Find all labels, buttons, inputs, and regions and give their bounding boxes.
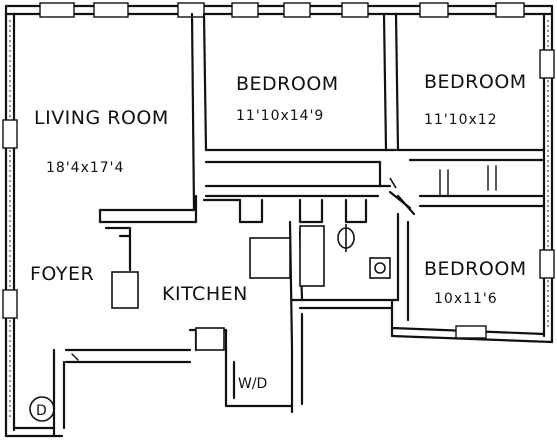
bathtub xyxy=(299,225,325,287)
window xyxy=(539,249,555,279)
entry-door-label: D xyxy=(36,403,47,419)
entry-door-icon xyxy=(29,396,55,422)
window xyxy=(419,2,449,18)
bedroom-1-dimensions: 11'10x14'9 xyxy=(236,108,324,124)
living-room-dimensions: 18'4x17'4 xyxy=(46,160,124,176)
refrigerator xyxy=(249,237,291,279)
washer-dryer-label: W/D xyxy=(238,376,267,392)
window xyxy=(341,2,369,18)
window xyxy=(39,2,75,18)
kitchen-label: KITCHEN xyxy=(162,283,248,305)
bedroom-3-dimensions: 10x11'6 xyxy=(434,291,498,307)
sink-icon xyxy=(369,257,391,279)
room-labels: LIVING ROOM 18'4x17'4 BEDROOM 11'10x14'9… xyxy=(30,71,527,419)
windows xyxy=(2,2,555,339)
door-swing xyxy=(71,353,79,361)
bedroom-2-dimensions: 11'10x12 xyxy=(424,112,498,128)
bedroom-2-label: BEDROOM xyxy=(424,71,527,93)
counter xyxy=(195,327,225,351)
window xyxy=(231,2,259,18)
door-swing xyxy=(389,177,397,189)
foyer-label: FOYER xyxy=(30,263,94,285)
window xyxy=(283,2,311,18)
fixtures xyxy=(29,177,397,422)
toilet-icon xyxy=(337,224,355,252)
living-room-label: LIVING ROOM xyxy=(34,107,169,129)
bedroom-3-label: BEDROOM xyxy=(424,258,527,280)
window xyxy=(455,325,487,339)
window xyxy=(2,289,18,319)
window xyxy=(93,2,129,18)
bedroom-1-label: BEDROOM xyxy=(236,73,339,95)
stove xyxy=(111,271,139,309)
window xyxy=(495,2,525,18)
window xyxy=(539,49,555,79)
window xyxy=(2,119,18,149)
